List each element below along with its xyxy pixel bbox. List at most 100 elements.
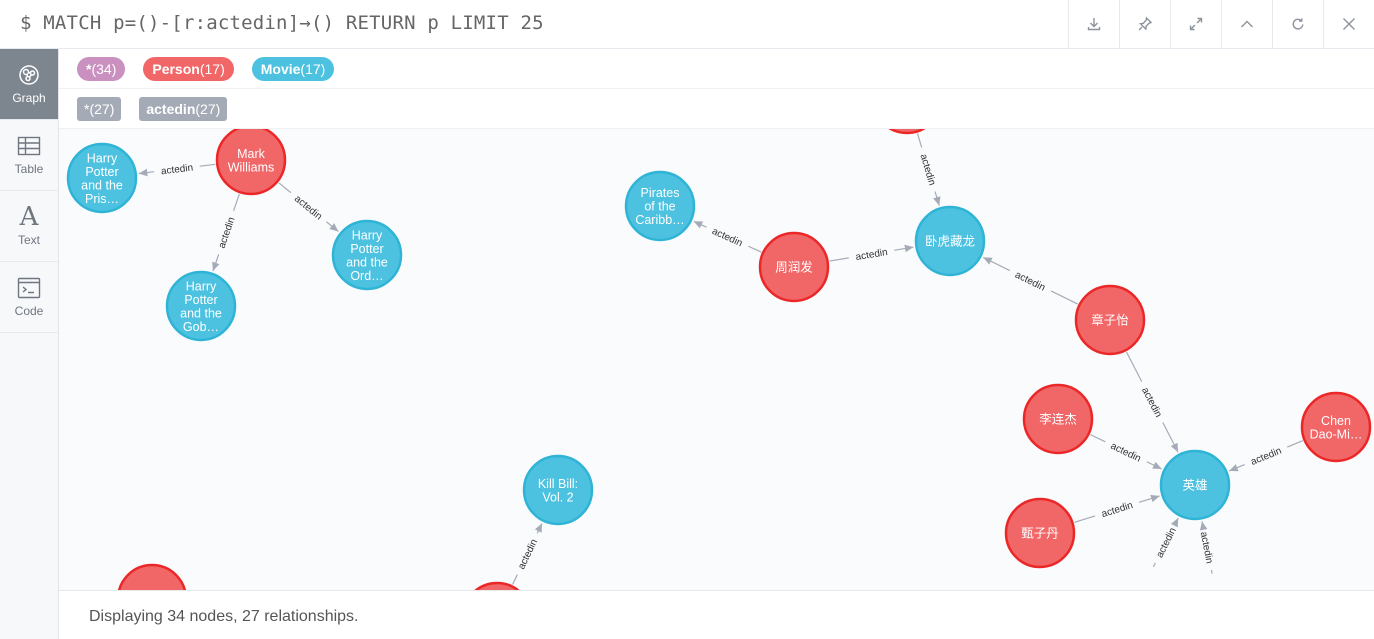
node-circle bbox=[1300, 391, 1372, 463]
sidebar-item-graph[interactable]: Graph bbox=[0, 49, 58, 120]
edge-line bbox=[1228, 464, 1245, 472]
node-circle bbox=[914, 205, 986, 277]
expand-button[interactable] bbox=[1170, 0, 1221, 48]
movie-node[interactable]: 英雄 bbox=[1159, 449, 1231, 521]
person-node[interactable]: 周润发 bbox=[758, 231, 830, 303]
expand-icon bbox=[1189, 17, 1203, 31]
text-icon: A bbox=[19, 202, 39, 232]
relationship-edge[interactable]: actedin bbox=[512, 523, 543, 585]
movie-node[interactable]: Kill Bill:Vol. 2 bbox=[522, 454, 594, 526]
node-caption: Potter bbox=[184, 293, 217, 307]
sidebar-item-text[interactable]: A Text bbox=[0, 191, 58, 262]
pin-button[interactable] bbox=[1119, 0, 1170, 48]
relationship-edge[interactable]: actedin bbox=[1228, 440, 1303, 472]
node-caption: Dao-Mi… bbox=[1310, 427, 1363, 441]
close-button[interactable] bbox=[1323, 0, 1374, 48]
edge-label: actedin bbox=[1013, 270, 1047, 294]
relationship-edge[interactable]: actedin bbox=[1090, 434, 1162, 470]
person-node[interactable]: ChenDao-Mi… bbox=[1300, 391, 1372, 463]
query-bar: $ MATCH p=()-[r:actedin]→() RETURN p LIM… bbox=[0, 0, 1374, 49]
query-text[interactable]: $ MATCH p=()-[r:actedin]→() RETURN p LIM… bbox=[20, 12, 544, 34]
node-caption: Chen bbox=[1321, 414, 1351, 428]
node-caption: and the bbox=[346, 255, 388, 269]
edge-line bbox=[1162, 422, 1179, 453]
edge-line bbox=[982, 256, 1011, 272]
node-caption: Kill Bill: bbox=[538, 477, 578, 491]
edge-line bbox=[534, 523, 543, 534]
sidebar-item-label: Text bbox=[17, 233, 40, 247]
relationship-edge[interactable]: actedin bbox=[138, 163, 216, 178]
node-caption: and the bbox=[81, 178, 123, 192]
legend-rel-actedin[interactable]: actedin(27) bbox=[139, 96, 228, 121]
node-caption: Ord… bbox=[350, 269, 383, 283]
relationship-edge[interactable]: actedin bbox=[212, 193, 240, 272]
node-caption: Caribb… bbox=[635, 213, 684, 227]
edge-line bbox=[1210, 569, 1213, 574]
edge-label: actedin bbox=[292, 193, 324, 222]
relationship-edge[interactable]: actedin bbox=[693, 220, 762, 253]
relationship-edge[interactable]: actedin bbox=[1074, 494, 1160, 523]
legend-rel-all[interactable]: *(27) bbox=[77, 96, 122, 121]
node-circle bbox=[215, 129, 287, 196]
edge-line bbox=[138, 168, 155, 177]
node-caption: Vol. 2 bbox=[542, 490, 573, 504]
node-circle bbox=[165, 270, 237, 342]
node-caption: 英雄 bbox=[1182, 478, 1207, 493]
relationship-edge[interactable]: actedin bbox=[829, 244, 914, 263]
person-node[interactable] bbox=[117, 563, 187, 590]
relationship-edge[interactable]: actedin bbox=[1125, 351, 1179, 453]
edge-line bbox=[1090, 434, 1106, 443]
edge-label: actedin bbox=[516, 537, 540, 571]
edge-label: actedin bbox=[1249, 446, 1283, 468]
person-node[interactable]: 李连杰 bbox=[1022, 383, 1094, 455]
legend-label-movie[interactable]: Movie(17) bbox=[251, 56, 335, 81]
person-node[interactable]: 章子怡 bbox=[1074, 284, 1146, 356]
node-caption: Pirates bbox=[641, 186, 680, 200]
relationship-edge[interactable]: actedin bbox=[982, 256, 1078, 305]
edge-line bbox=[212, 254, 220, 272]
relationship-edge[interactable]: actedin bbox=[916, 133, 941, 206]
relationship-edge[interactable]: actedin bbox=[1152, 517, 1179, 568]
edge-line bbox=[1199, 521, 1208, 531]
legend-label-all[interactable]: *(34) bbox=[77, 56, 126, 81]
edge-line bbox=[829, 257, 849, 262]
edge-label: actedin bbox=[855, 247, 889, 263]
collapse-button[interactable] bbox=[1221, 0, 1272, 48]
rerun-button[interactable] bbox=[1272, 0, 1323, 48]
edge-label: actedin bbox=[710, 226, 744, 249]
sidebar-item-table[interactable]: Table bbox=[0, 120, 58, 191]
edge-line bbox=[1152, 562, 1156, 568]
node-circle bbox=[1022, 383, 1094, 455]
legend-label-name: Movie bbox=[260, 60, 301, 77]
sidebar-item-code[interactable]: Code bbox=[0, 262, 58, 333]
legend-label-person[interactable]: Person(17) bbox=[143, 56, 234, 81]
person-node[interactable] bbox=[463, 581, 531, 590]
relationship-edge[interactable]: actedin bbox=[278, 182, 339, 233]
edge-label: actedin bbox=[217, 216, 238, 250]
node-caption: Potter bbox=[85, 165, 118, 179]
person-node[interactable] bbox=[873, 129, 941, 135]
edge-line bbox=[894, 244, 914, 253]
node-circle bbox=[66, 142, 138, 214]
legend-label-count: (17) bbox=[199, 60, 225, 77]
download-button[interactable] bbox=[1068, 0, 1119, 48]
node-circle bbox=[624, 170, 696, 242]
legend-label-name: Person bbox=[152, 60, 200, 77]
movie-node[interactable]: 卧虎藏龙 bbox=[914, 205, 986, 277]
relationship-edge[interactable]: actedin bbox=[1198, 521, 1215, 574]
person-node[interactable]: 甄子丹 bbox=[1004, 497, 1076, 569]
table-icon bbox=[17, 136, 41, 156]
edge-line bbox=[1138, 494, 1160, 503]
edge-label: actedin bbox=[1139, 386, 1164, 420]
legend-rel-count: (27) bbox=[89, 100, 115, 117]
sidebar-item-label: Code bbox=[14, 304, 44, 318]
edge-line bbox=[278, 182, 292, 194]
